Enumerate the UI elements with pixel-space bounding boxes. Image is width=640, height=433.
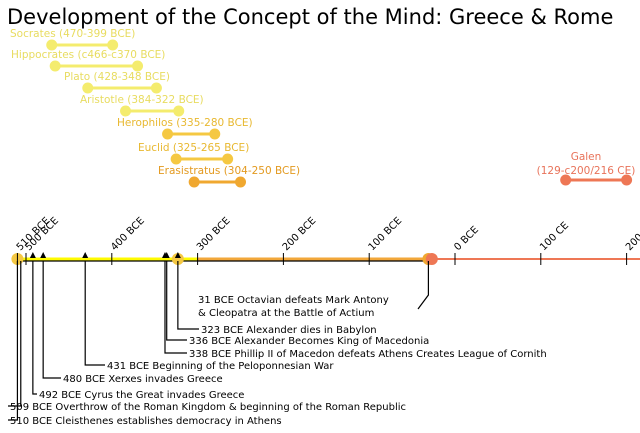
lifespan-end-dot	[209, 128, 221, 140]
axis-dot-323	[171, 253, 184, 265]
axis-dot-coral	[425, 253, 438, 265]
lifespan-2: Hippocrates (c466-c370 BCE)	[11, 49, 165, 72]
event-leader	[164, 261, 187, 354]
event-arrow	[29, 252, 36, 258]
lifespan-start-dot	[560, 174, 572, 186]
event-leader	[177, 261, 199, 330]
event-arrow	[161, 252, 168, 258]
event-leader	[42, 261, 61, 379]
lifespan-start-dot	[82, 82, 94, 94]
event-8: 509 BCE Overthrow of the Roman Kingdom &…	[8, 261, 406, 413]
event-label: 431 BCE Beginning of the Peloponnesian W…	[107, 361, 334, 372]
lifespan-label: Erasistratus (304-250 BCE)	[158, 165, 300, 177]
event-1: 31 BCE Octavian defeats Mark Antony & Cle…	[198, 261, 430, 319]
lifespan-start-dot	[46, 39, 58, 51]
event-label: 492 BCE Cyrus the Great invades Greece	[39, 390, 244, 401]
event-label: & Cleopatra at the Battle of Actium	[198, 308, 374, 319]
event-9: 510 BCE Cleisthenes establishes democrac…	[8, 261, 282, 427]
diagram-title: Development of the Concept of the Mind: …	[7, 5, 613, 29]
event-label: 510 BCE Cleisthenes establishes democrac…	[10, 416, 282, 427]
lifespan-label: Plato (428-348 BCE)	[64, 71, 170, 83]
lifespan-label-dates: (129-c200/216 CE)	[537, 165, 636, 177]
lifespan-start-dot	[188, 176, 200, 188]
lifespan-5: Herophilos (335-280 BCE)	[117, 117, 253, 140]
lifespan-label: Euclid (325-265 BCE)	[138, 142, 249, 154]
event-arrow	[40, 252, 47, 258]
lifespan-label: Socrates (470-399 BCE)	[10, 28, 135, 40]
lifespan-4: Aristotle (384-322 BCE)	[80, 94, 204, 117]
lifespan-label: Hippocrates (c466-c370 BCE)	[11, 49, 165, 61]
event-leader	[166, 261, 187, 341]
event-5: 431 BCE Beginning of the Peloponnesian W…	[82, 252, 334, 372]
event-label: 480 BCE Xerxes invades Greece	[63, 374, 223, 385]
lifespan-label: Herophilos (335-280 BCE)	[117, 117, 253, 129]
event-leader	[84, 261, 105, 366]
lifespan-end-dot	[107, 39, 119, 51]
lifespan-end-dot	[235, 176, 246, 188]
lifespan-end-dot	[222, 153, 234, 165]
tick-label: 200 CE	[624, 220, 640, 253]
lifespan-1: Socrates (470-399 BCE)	[10, 28, 135, 51]
event-7: 492 BCE Cyrus the Great invades Greece	[29, 252, 244, 401]
tick-label: 400 BCE	[109, 215, 147, 253]
lifespan-6: Euclid (325-265 BCE)	[138, 142, 249, 165]
event-label: 323 BCE Alexander dies in Babylon	[201, 325, 377, 336]
tick-label: 100 BCE	[367, 215, 405, 253]
event-label: 336 BCE Alexander Becomes King of Macedo…	[189, 336, 429, 347]
lifespan-end-dot	[150, 82, 162, 94]
event-leader	[32, 261, 37, 395]
lifespan-start-dot	[170, 153, 182, 165]
event-leader	[8, 261, 22, 407]
tick-label: 100 CE	[538, 220, 571, 253]
lifespan-start-dot	[162, 128, 174, 140]
event-arrow	[174, 252, 181, 258]
lifespan-7: Erasistratus (304-250 BCE)	[158, 165, 300, 188]
lifespan-end-dot	[621, 174, 633, 186]
event-4: 338 BCE Phillip II of Macedon defeats At…	[161, 252, 547, 360]
lifespan-start-dot	[49, 60, 61, 72]
events-layer: 31 BCE Octavian defeats Mark Antony & Cle…	[8, 252, 547, 427]
lifespan-3: Plato (428-348 BCE)	[64, 71, 170, 94]
lifespan-end-dot	[132, 60, 144, 72]
lifespan-label: Aristotle (384-322 BCE)	[80, 94, 204, 106]
tick-label: 300 BCE	[195, 215, 233, 253]
event-leader	[417, 261, 430, 310]
lifespan-8: Galen (129-c200/216 CE)	[537, 151, 636, 186]
event-label: 31 BCE Octavian defeats Mark Antony	[198, 295, 389, 306]
event-2: 323 BCE Alexander dies in Babylon	[174, 252, 377, 336]
tick-label: 0 BCE	[452, 224, 481, 253]
event-leader	[8, 261, 19, 421]
event-arrow	[82, 252, 89, 258]
event-label: 338 BCE Phillip II of Macedon defeats At…	[189, 349, 547, 360]
lifespan-start-dot	[120, 105, 132, 117]
event-6: 480 BCE Xerxes invades Greece	[40, 252, 223, 385]
people-layer: Socrates (470-399 BCE) Hippocrates (c466-…	[10, 28, 635, 188]
event-label: 509 BCE Overthrow of the Roman Kingdom &…	[10, 402, 406, 413]
lifespan-end-dot	[173, 105, 185, 117]
lifespan-label: Galen	[571, 151, 602, 163]
tick-label: 200 BCE	[281, 215, 319, 253]
